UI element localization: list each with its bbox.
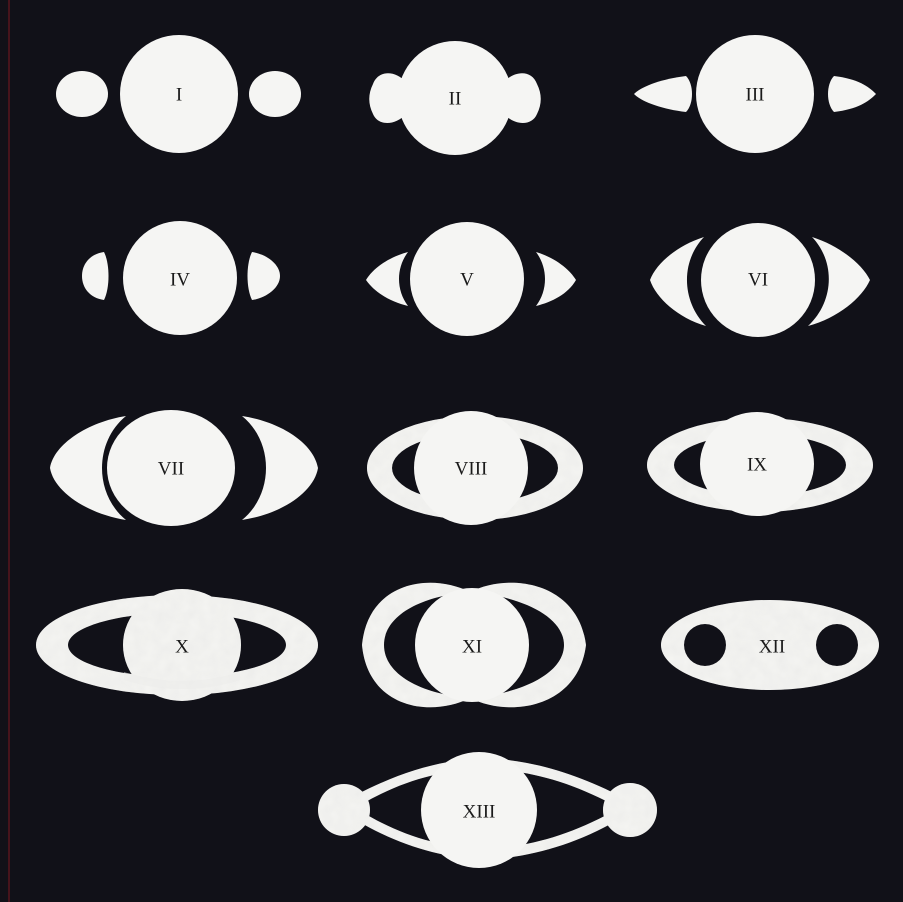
- figure-iv-label: IV: [170, 269, 190, 290]
- figure-i-label: I: [176, 84, 182, 105]
- figure-vii-label: VII: [158, 458, 184, 479]
- figure-xi-label: XI: [462, 636, 482, 657]
- figure-ii-label: II: [449, 88, 462, 109]
- figure-ii-left-ansa: [369, 73, 406, 123]
- figure-x-label: X: [175, 636, 189, 657]
- figure-xiii-label: XIII: [463, 801, 496, 822]
- figure-v-label: V: [460, 269, 474, 290]
- figure-vii: VII: [50, 410, 318, 526]
- figure-i-left-ansa: [56, 71, 108, 117]
- figure-i-right-ansa: [249, 71, 301, 117]
- figure-xii-label: XII: [759, 636, 785, 657]
- figure-xiii-right-moon: [603, 783, 657, 837]
- figure-ii-right-ansa: [504, 73, 541, 123]
- figure-vi-label: VI: [748, 269, 768, 290]
- figure-iii-label: III: [746, 84, 765, 105]
- figure-xiii-left-moon: [318, 784, 370, 836]
- figure-viii-label: VIII: [455, 458, 488, 479]
- figure-ix-label: IX: [747, 454, 767, 475]
